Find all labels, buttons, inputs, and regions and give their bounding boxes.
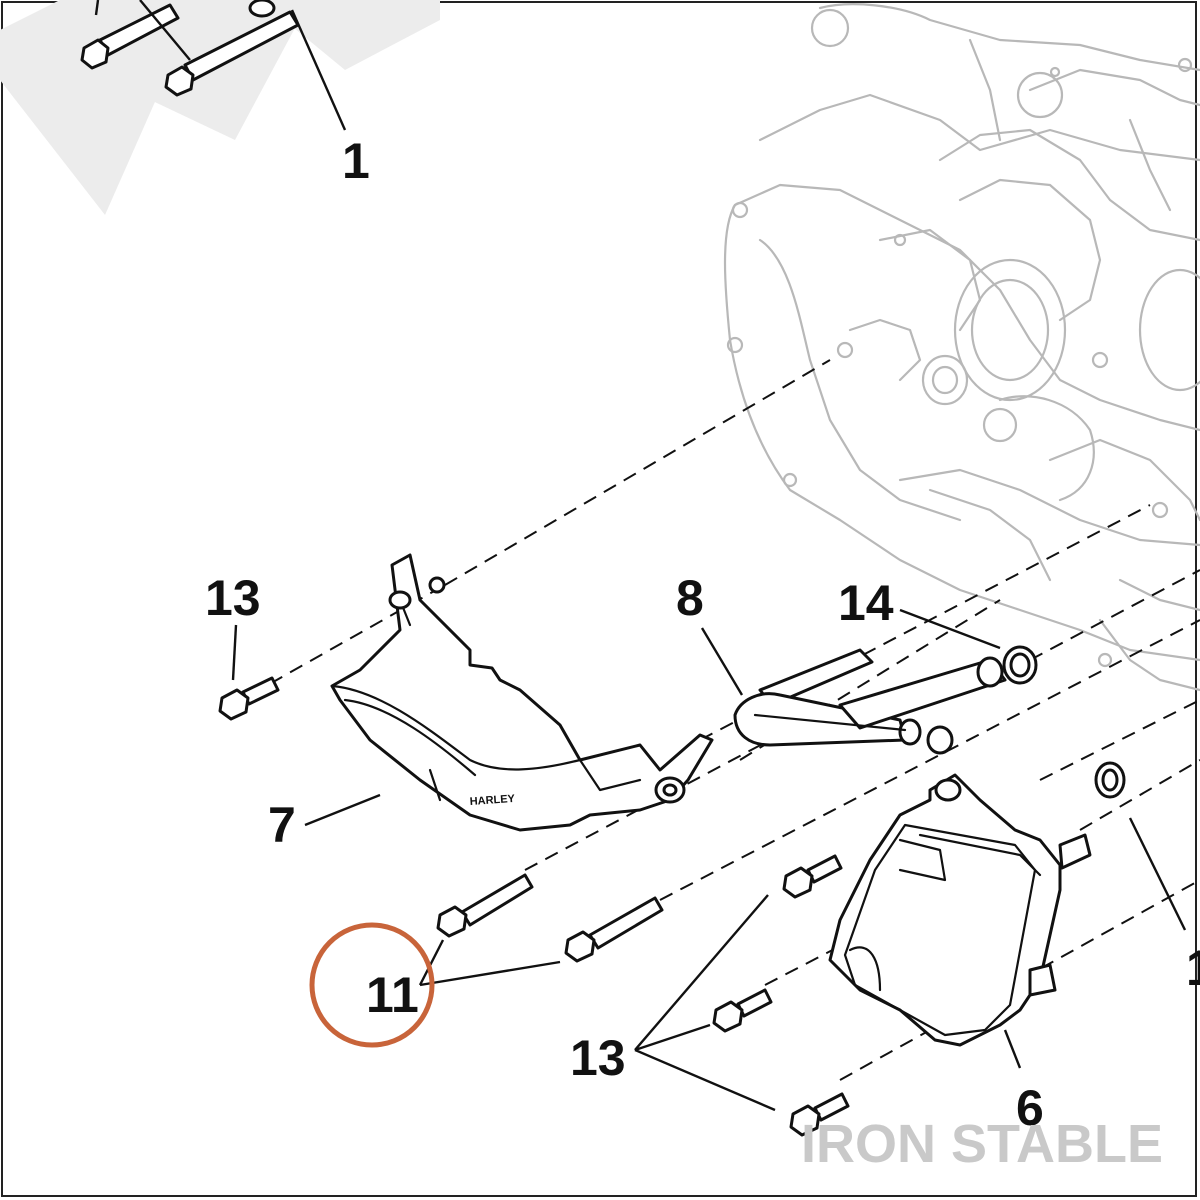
callout-13-left: 13 xyxy=(205,570,261,626)
part-7-cover: HARLEY xyxy=(330,553,714,832)
leader-1 xyxy=(290,9,347,131)
leader-lines xyxy=(231,608,1187,1112)
callout-13-right: 13 xyxy=(570,1030,626,1086)
bolt-13-a xyxy=(782,854,843,899)
callout-14: 14 xyxy=(838,575,894,631)
background-swoosh xyxy=(0,0,440,215)
washer-top xyxy=(248,0,276,18)
callout-7: 7 xyxy=(268,797,296,853)
leader-1c xyxy=(94,0,100,16)
part-6-oil-cooler xyxy=(828,773,1092,1047)
callout-8: 8 xyxy=(676,570,704,626)
callout-11: 11 xyxy=(366,967,419,1023)
part-marking: HARLEY xyxy=(469,793,516,808)
washer-lower-right xyxy=(1094,761,1126,799)
callout-1-right: 1 xyxy=(1186,940,1200,996)
part-14-washer xyxy=(1002,645,1038,685)
bolt-top-left-a xyxy=(80,3,180,70)
engine-crankcase-ghost xyxy=(723,3,1200,692)
bolt-13-c xyxy=(789,1092,850,1137)
part-8-bracket xyxy=(733,648,1007,755)
brand-watermark: IRON STABLE xyxy=(801,1114,1163,1174)
callout-1: 1 xyxy=(342,133,370,189)
highlight-circle-11 xyxy=(309,922,435,1048)
leader-1b xyxy=(139,0,191,61)
bolt-11-lower xyxy=(564,896,664,963)
bolt-13-left xyxy=(218,676,280,721)
bolt-11-upper xyxy=(436,873,534,938)
bolt-13-b xyxy=(712,988,773,1033)
callout-6: 6 xyxy=(1016,1080,1044,1136)
